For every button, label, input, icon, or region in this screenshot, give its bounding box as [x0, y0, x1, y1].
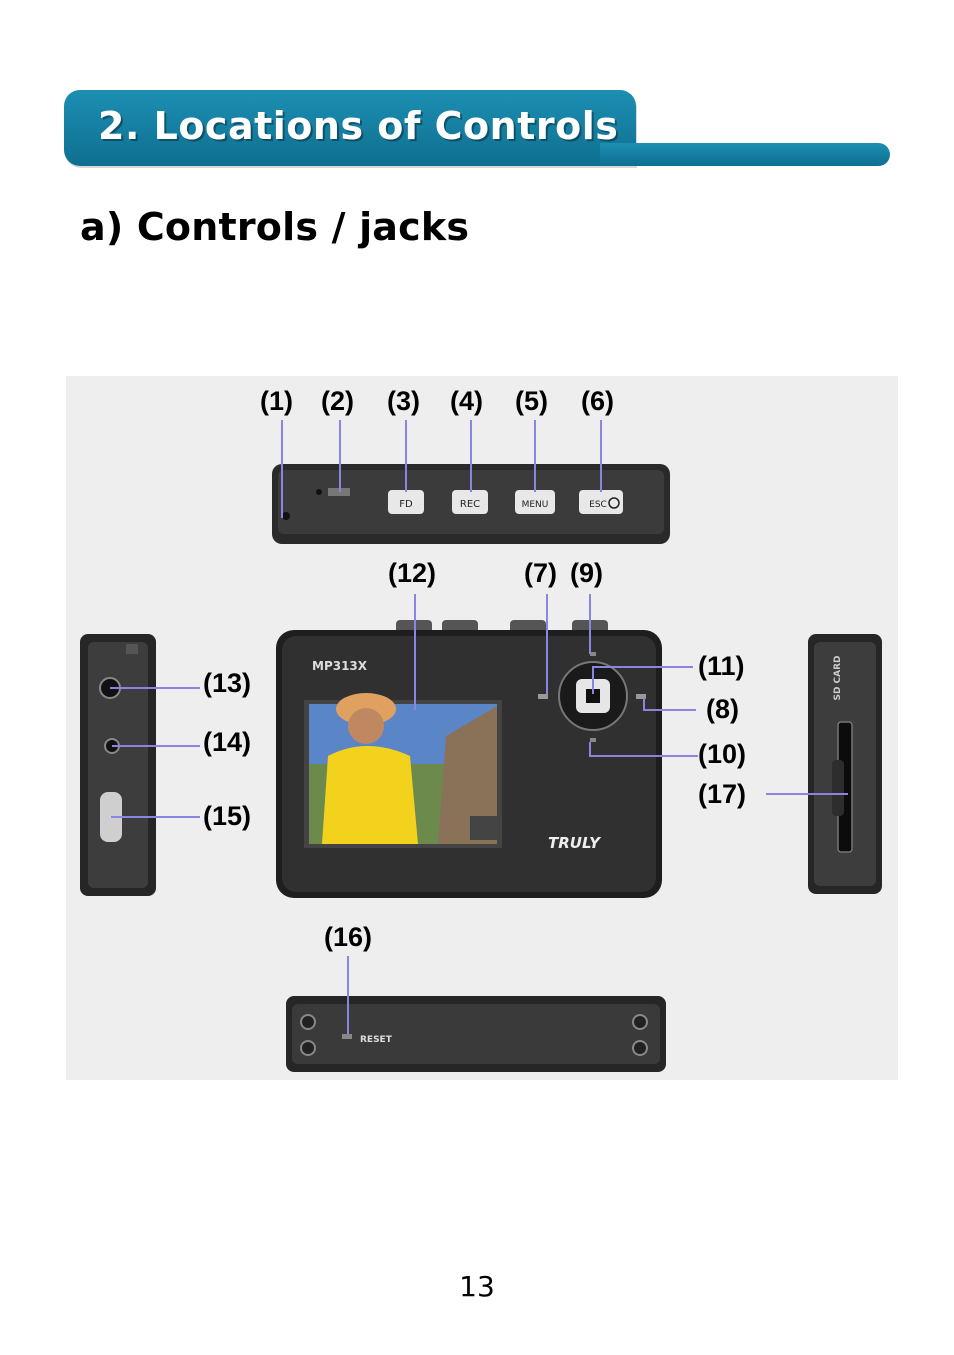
callout-14: (14) — [203, 727, 252, 757]
mic-hole — [316, 489, 322, 495]
callout-8: (8) — [706, 694, 739, 724]
device-photo: FD REC MENU ESC MP313X — [66, 376, 898, 1080]
leader-lines — [110, 420, 848, 1034]
btn-fd: FD — [388, 490, 424, 514]
btn-rec: REC — [452, 490, 488, 514]
page-number: 13 — [459, 1270, 495, 1303]
device-bottom-view: RESET — [286, 996, 666, 1072]
section-banner — [64, 90, 636, 166]
svg-text:SD CARD: SD CARD — [833, 655, 843, 700]
callout-5: (5) — [515, 386, 548, 416]
callout-17: (17) — [698, 779, 747, 809]
callout-4: (4) — [450, 386, 483, 416]
callout-1: (1) — [260, 386, 293, 416]
svg-text:REC: REC — [460, 499, 480, 510]
callout-10: (10) — [698, 739, 747, 769]
callout-2: (2) — [321, 386, 354, 416]
callout-16: (16) — [324, 922, 373, 952]
hole-1 — [282, 512, 290, 520]
subsection-title: a) Controls / jacks — [80, 205, 470, 249]
device-front-view: MP313X TRULY — [276, 620, 662, 898]
callout-12: (12) — [388, 558, 437, 588]
callout-9: (9) — [570, 558, 603, 588]
device-top-view: FD REC MENU ESC — [272, 464, 670, 544]
section-banner-bar — [600, 143, 890, 166]
callout-15: (15) — [203, 801, 252, 831]
device-right-side-view: SD CARD — [808, 634, 882, 894]
nav-pad — [538, 652, 646, 742]
callout-6: (6) — [581, 386, 614, 416]
callout-11: (11) — [698, 651, 745, 681]
callout-7: (7) — [524, 558, 557, 588]
btn-menu: MENU — [515, 490, 555, 514]
svg-text:FD: FD — [399, 499, 413, 510]
btn-esc: ESC — [579, 490, 623, 514]
svg-text:ESC: ESC — [589, 500, 607, 510]
device-left-side-view — [80, 634, 156, 896]
callout-13: (13) — [203, 668, 252, 698]
lcd-screen — [304, 693, 502, 848]
svg-text:TRULY: TRULY — [548, 834, 602, 852]
svg-text:MENU: MENU — [522, 500, 549, 510]
svg-text:MP313X: MP313X — [312, 659, 368, 673]
svg-text:RESET: RESET — [360, 1035, 393, 1045]
section-title: 2. Locations of Controls — [98, 104, 619, 148]
callout-3: (3) — [387, 386, 420, 416]
